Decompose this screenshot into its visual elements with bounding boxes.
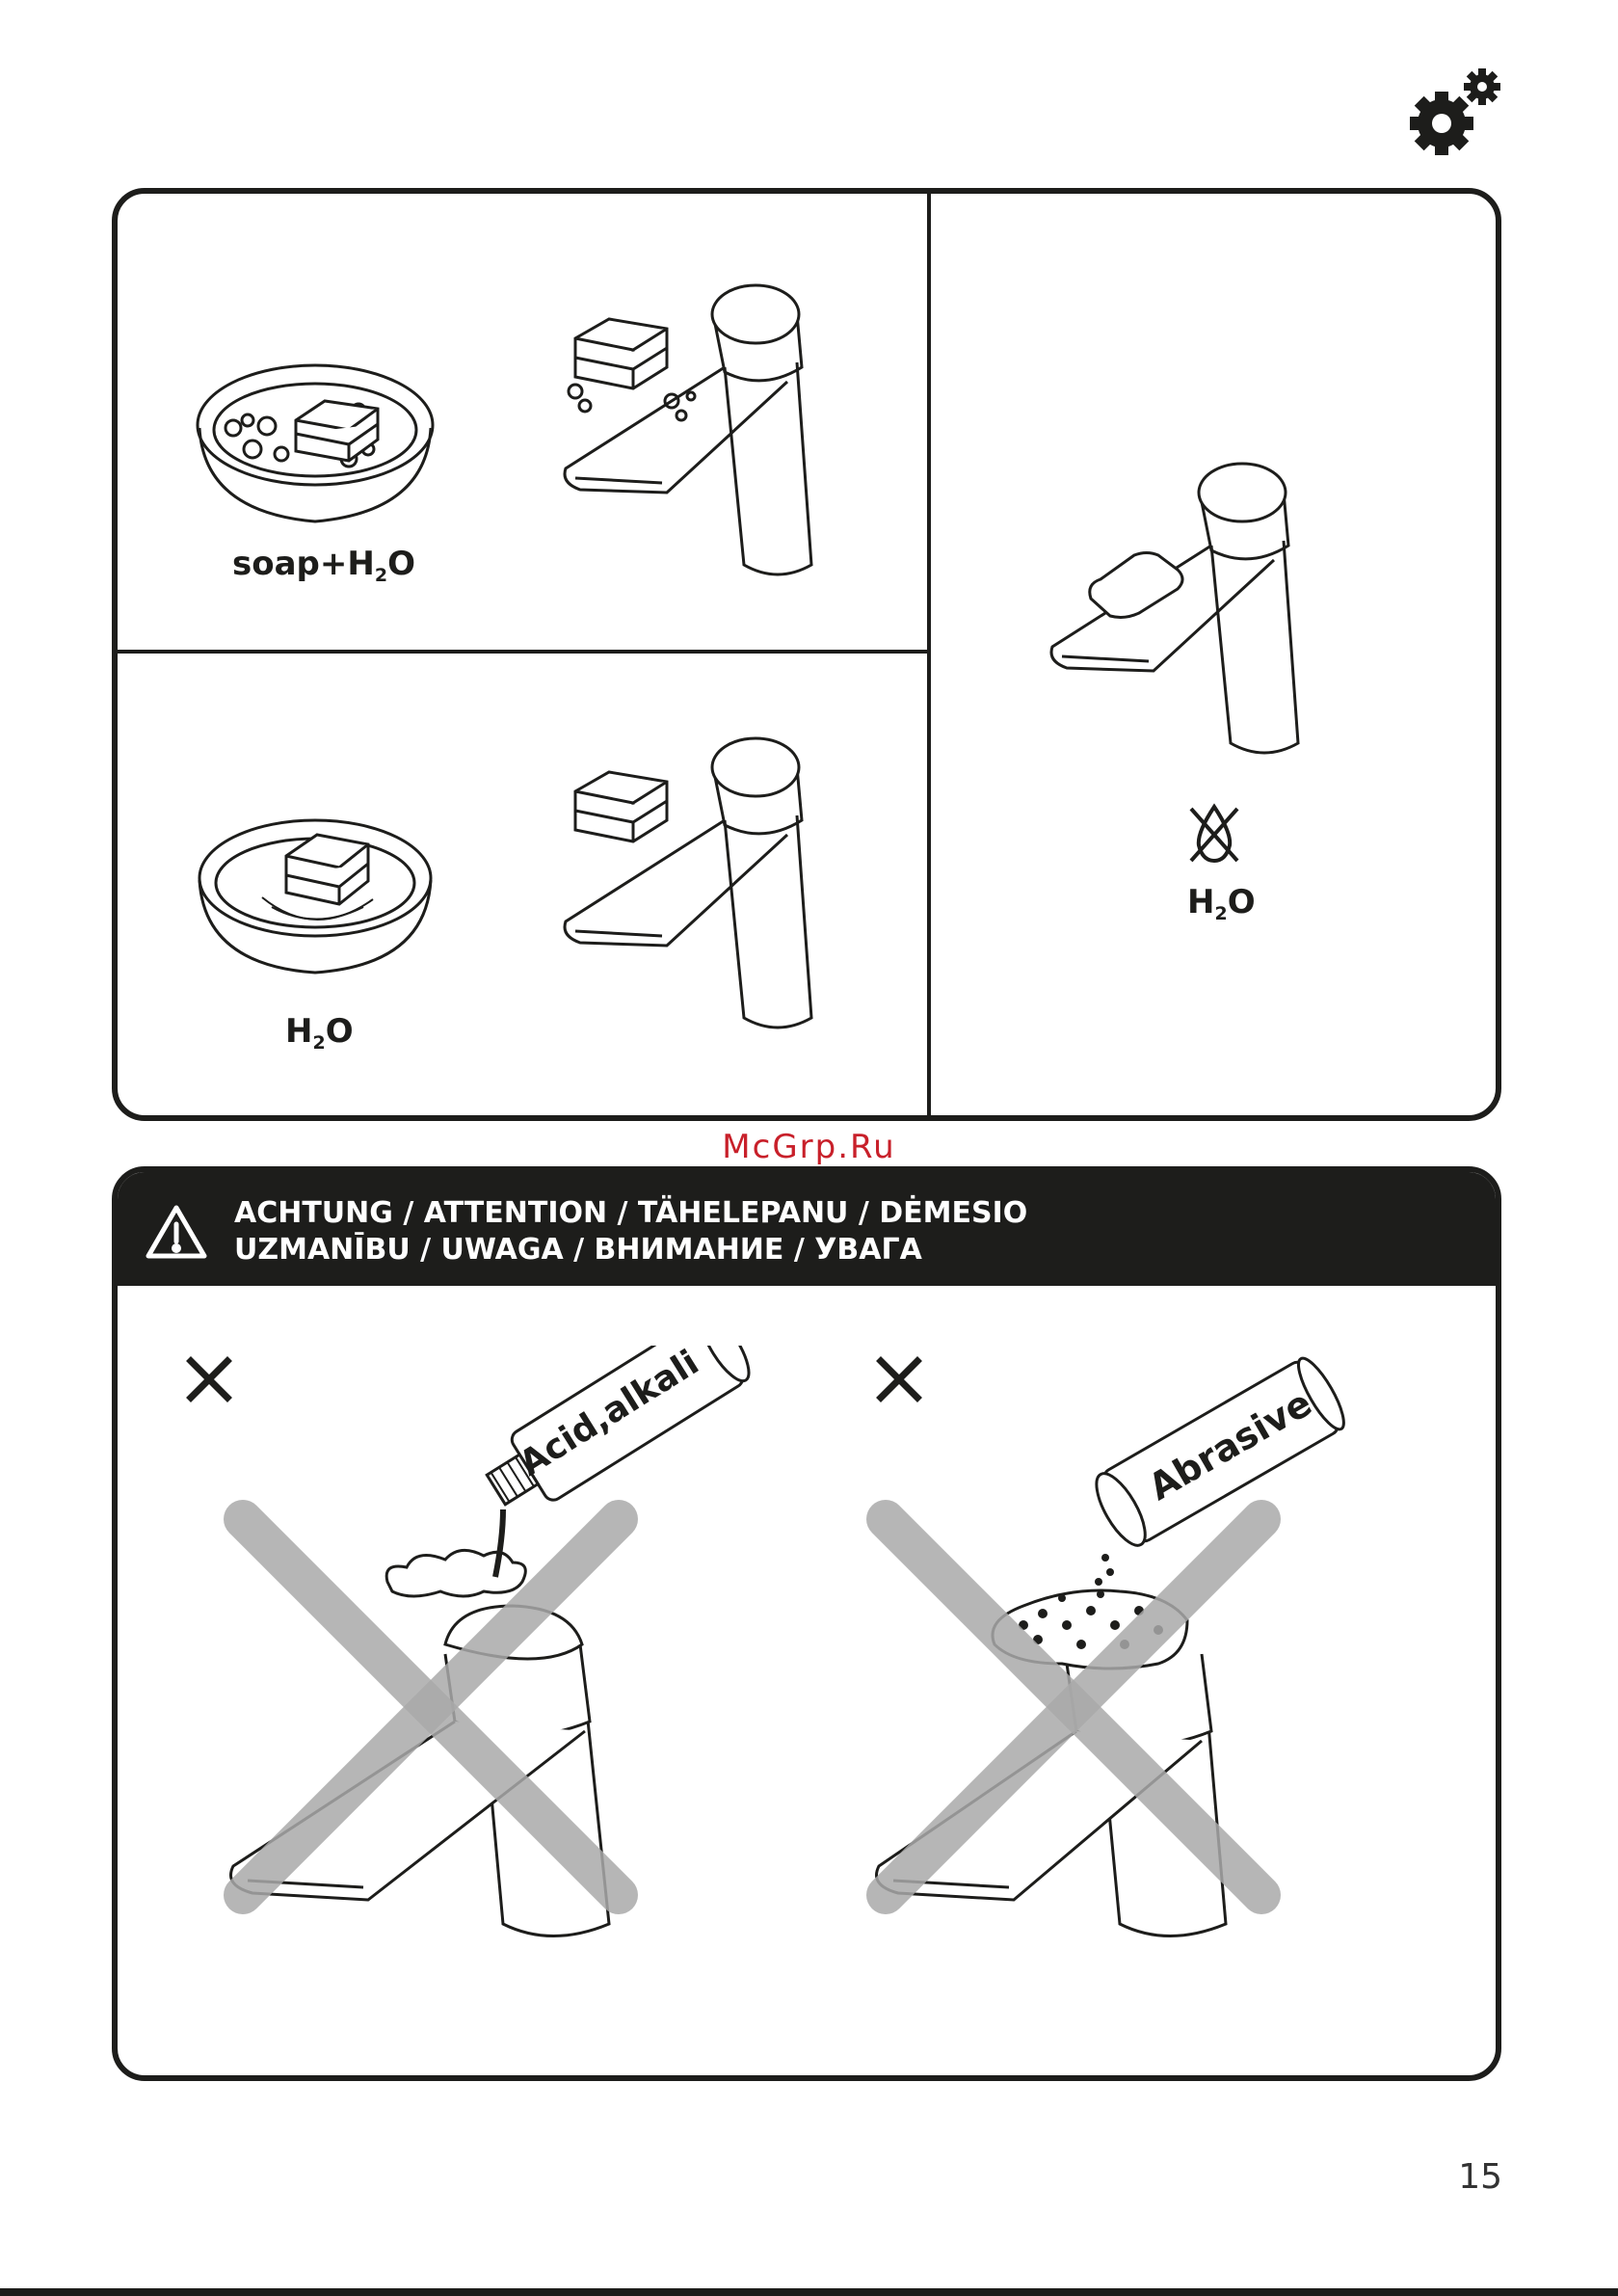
vertical-divider (927, 194, 931, 1115)
cleaning-steps-panel: soap+H2O (112, 188, 1501, 1121)
prohibited-cross-right (857, 1490, 1290, 1924)
gears-icon (1409, 64, 1505, 160)
water-label: H2O (285, 1015, 354, 1053)
page-number: 15 (1458, 2157, 1502, 2197)
soap-water-label: soap+H2O (232, 547, 415, 585)
faucet-cloth-icon (1043, 454, 1332, 772)
bottom-rule (0, 2288, 1618, 2296)
warning-panel: ACHTUNG / ATTENTION / TÄHELEPANU / DĖMES… (112, 1166, 1501, 2081)
warning-triangle-icon (145, 1203, 208, 1261)
no-water-label: H2O (1187, 886, 1256, 923)
soap-dish-icon (195, 353, 445, 536)
warning-line-1: ACHTUNG / ATTENTION / TÄHELEPANU / DĖMES… (234, 1199, 1027, 1228)
faucet-sponge-water-icon (556, 729, 845, 1047)
watermark: McGrp.Ru (0, 1128, 1618, 1166)
no-water-drop-icon (1185, 799, 1243, 867)
horizontal-divider (118, 650, 929, 654)
faucet-sponge-soap-icon (556, 276, 845, 594)
prohibited-cross-left (214, 1490, 648, 1924)
warning-header: ACHTUNG / ATTENTION / TÄHELEPANU / DĖMES… (118, 1172, 1496, 1286)
warning-line-2: UZMANĪBU / UWAGA / ВНИМАНИЕ / УВАГА (234, 1236, 922, 1265)
water-dish-icon (195, 811, 445, 984)
